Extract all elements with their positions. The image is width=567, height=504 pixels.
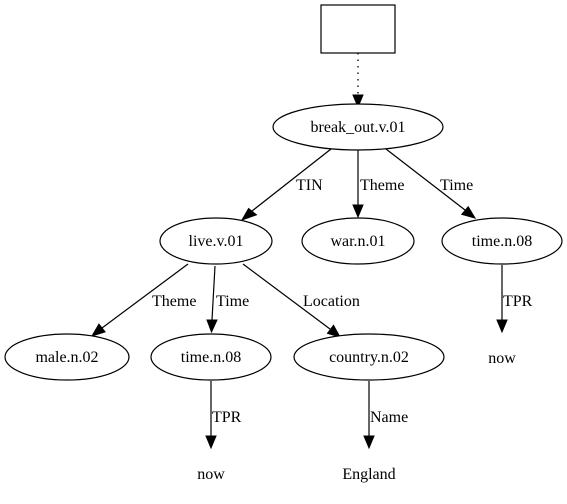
leaf-england: England (342, 466, 395, 483)
edge-theme-top: Theme (352, 150, 404, 219)
leaf-now-bottom: now (197, 466, 225, 483)
edge-name: Name (363, 381, 408, 450)
leaf-now-top: now (488, 350, 516, 367)
node-label-break-out: break_out.v.01 (311, 119, 406, 136)
edge-tpr-bottom: TPR (205, 381, 242, 450)
node-label-live: live.v.01 (189, 233, 244, 250)
node-label-country: country.n.02 (329, 349, 409, 366)
node-label-war: war.n.01 (330, 233, 385, 250)
edge-tin: TIN (240, 148, 332, 221)
edge-theme-mid: Theme (90, 263, 196, 337)
edge-time-mid: Time (206, 265, 249, 334)
node-break-out: break_out.v.01 (272, 103, 444, 151)
node-label-time-top: time.n.08 (472, 233, 532, 250)
edge-location: Location (242, 263, 360, 338)
edge-label-tpr-top: TPR (503, 293, 533, 310)
edge-label-tin: TIN (296, 177, 323, 194)
edge-label-theme-mid: Theme (152, 293, 196, 310)
edge-time-top: Time (385, 148, 477, 219)
edge-label-tpr-bottom: TPR (212, 409, 242, 426)
node-war: war.n.01 (301, 217, 415, 265)
edge-tpr-top: TPR (496, 265, 533, 334)
edge-label-time-top: Time (440, 177, 473, 194)
edge-label-theme-top: Theme (360, 177, 404, 194)
node-country: country.n.02 (293, 333, 445, 381)
node-male: male.n.02 (4, 333, 130, 381)
node-live: live.v.01 (159, 217, 273, 265)
edge-label-name: Name (370, 409, 408, 426)
node-label-time-mid: time.n.08 (181, 349, 241, 366)
edge-root-to-break-out (352, 53, 364, 109)
node-label-male: male.n.02 (35, 349, 98, 366)
node-time-mid: time.n.08 (150, 333, 272, 381)
node-time-top: time.n.08 (441, 217, 563, 265)
edge-label-location: Location (303, 293, 360, 310)
edge-label-time-mid: Time (216, 293, 249, 310)
node-root-box (320, 4, 396, 54)
